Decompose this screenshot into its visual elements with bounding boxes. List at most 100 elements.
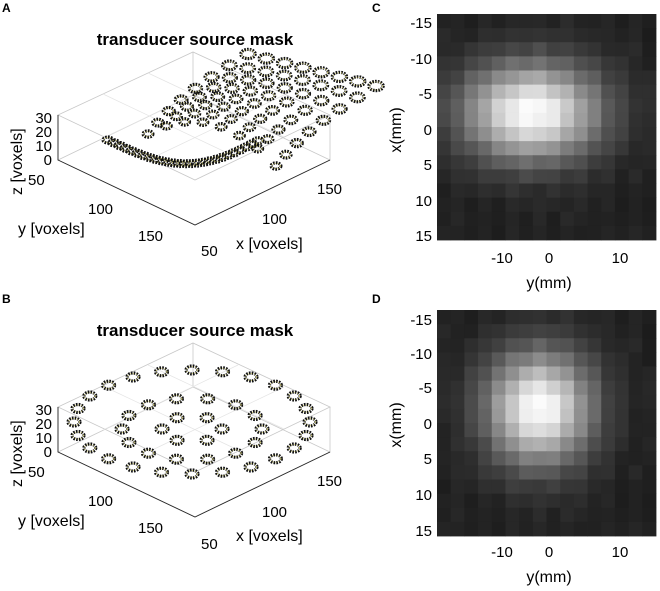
heatmap-cell — [546, 451, 561, 466]
heatmap-cell — [505, 324, 520, 339]
heatmap-cell — [587, 324, 602, 339]
heatmap-cell — [560, 451, 575, 466]
heatmap-cell — [464, 42, 479, 57]
x-tick-b-50: 50 — [201, 536, 218, 553]
element-ring-highlight — [201, 413, 213, 422]
heatmap-cell — [464, 437, 479, 452]
element-ring — [271, 124, 286, 135]
heatmap-cell — [601, 70, 616, 86]
heatmap-cell — [450, 127, 465, 142]
element-ring — [349, 91, 366, 104]
y-tick-c-0: 0 — [424, 122, 432, 139]
heatmap-cell — [437, 155, 452, 170]
heatmap-cell — [601, 479, 616, 495]
heatmap-cell — [560, 141, 575, 156]
element-ring-highlight — [332, 72, 347, 82]
heatmap-cell — [519, 14, 534, 29]
z-tick-a-0: 0 — [44, 152, 52, 169]
heatmap-cell — [505, 394, 520, 410]
y-tick-b-150: 150 — [138, 520, 163, 537]
heatmap-cell — [450, 423, 465, 438]
heatmap-cell — [491, 352, 506, 367]
heatmap-cell — [573, 352, 588, 367]
heatmap-cell — [573, 479, 588, 495]
heatmap-cell — [491, 98, 506, 114]
heatmap-cell — [437, 112, 452, 128]
heatmap-cell — [437, 14, 452, 29]
x-tick-b-100: 100 — [262, 504, 287, 521]
heatmap-cell — [450, 56, 465, 71]
panel-c: C -15 -10 -5 0 5 10 15 x(mm) -10 0 10 y(… — [372, 1, 657, 292]
element-ring — [178, 117, 192, 127]
heatmap-cell — [478, 408, 493, 424]
heatmap-cell — [573, 310, 588, 325]
element-ring — [191, 91, 207, 103]
heatmap-cell — [450, 197, 465, 213]
heatmap-cell — [573, 84, 588, 100]
heatmap-cell — [546, 394, 561, 410]
heatmap-cell — [491, 493, 506, 509]
element-ring-highlight — [201, 394, 214, 403]
heatmap-cell — [464, 225, 479, 241]
element-ring-highlight — [201, 436, 213, 445]
heatmap-cell — [519, 42, 534, 57]
heatmap-cell — [519, 112, 534, 128]
element-ring-highlight — [175, 160, 185, 167]
heatmap-cell — [642, 493, 657, 509]
heatmap-cell — [560, 42, 575, 57]
element-ring-highlight — [223, 73, 237, 83]
heatmap-cell — [491, 310, 506, 325]
heatmap-cell — [505, 183, 520, 199]
element-ring-highlight — [198, 119, 208, 126]
element-ring-highlight — [245, 373, 257, 381]
y-tick-c-m15: -15 — [410, 15, 432, 32]
heatmap-cell — [601, 380, 616, 396]
heatmap-cell — [478, 70, 493, 86]
heatmap-cell — [573, 169, 588, 184]
x-label-c: y(mm) — [526, 275, 571, 292]
heatmap-cell — [560, 479, 575, 495]
element-ring-highlight — [102, 454, 115, 463]
heatmap-cell — [491, 56, 506, 71]
heatmap-cell — [546, 507, 561, 523]
element-ring-highlight — [288, 392, 301, 400]
heatmap-cell — [505, 112, 520, 128]
element-ring — [140, 399, 156, 411]
element-ring — [185, 158, 199, 169]
panel-b: B transducer source mask 30 20 10 0 z [v… — [2, 292, 342, 553]
heatmap-cell — [628, 14, 643, 29]
heatmap-cell — [587, 310, 602, 325]
element-ring-highlight — [295, 63, 310, 73]
element-ring-highlight — [332, 86, 346, 96]
heatmap-cell — [546, 225, 561, 241]
heatmap-cell — [587, 451, 602, 466]
z-ticks-a: 30 20 10 0 — [35, 110, 52, 169]
element-ring-highlight — [169, 160, 179, 166]
element-ring — [313, 94, 330, 107]
element-ring — [267, 453, 283, 465]
heatmap-cell — [573, 493, 588, 509]
heatmap-cell — [464, 14, 479, 29]
heatmap-cell — [532, 394, 547, 410]
heatmap-cell — [437, 28, 452, 43]
heatmap-cell — [464, 84, 479, 100]
heatmap-cell — [478, 465, 493, 480]
heatmap-cell — [642, 352, 657, 367]
element-ring-highlight — [216, 468, 229, 477]
heatmap-cell — [628, 84, 643, 100]
element-ring-highlight — [229, 400, 242, 409]
heatmap-cell — [491, 84, 506, 100]
element-ring — [205, 81, 222, 94]
element-ring-highlight — [171, 112, 182, 120]
heatmap-cell — [491, 521, 506, 537]
element-ring — [151, 117, 165, 128]
heatmap-cell — [560, 352, 575, 367]
heatmap-cell — [560, 465, 575, 480]
panel-label-d: D — [372, 292, 381, 306]
heatmap-cell — [614, 197, 630, 213]
heatmap-cell — [478, 394, 493, 410]
heatmap-cell — [642, 380, 657, 396]
heatmap-cell — [628, 183, 643, 199]
element-ring — [153, 466, 170, 478]
heatmap-cell — [642, 42, 657, 57]
